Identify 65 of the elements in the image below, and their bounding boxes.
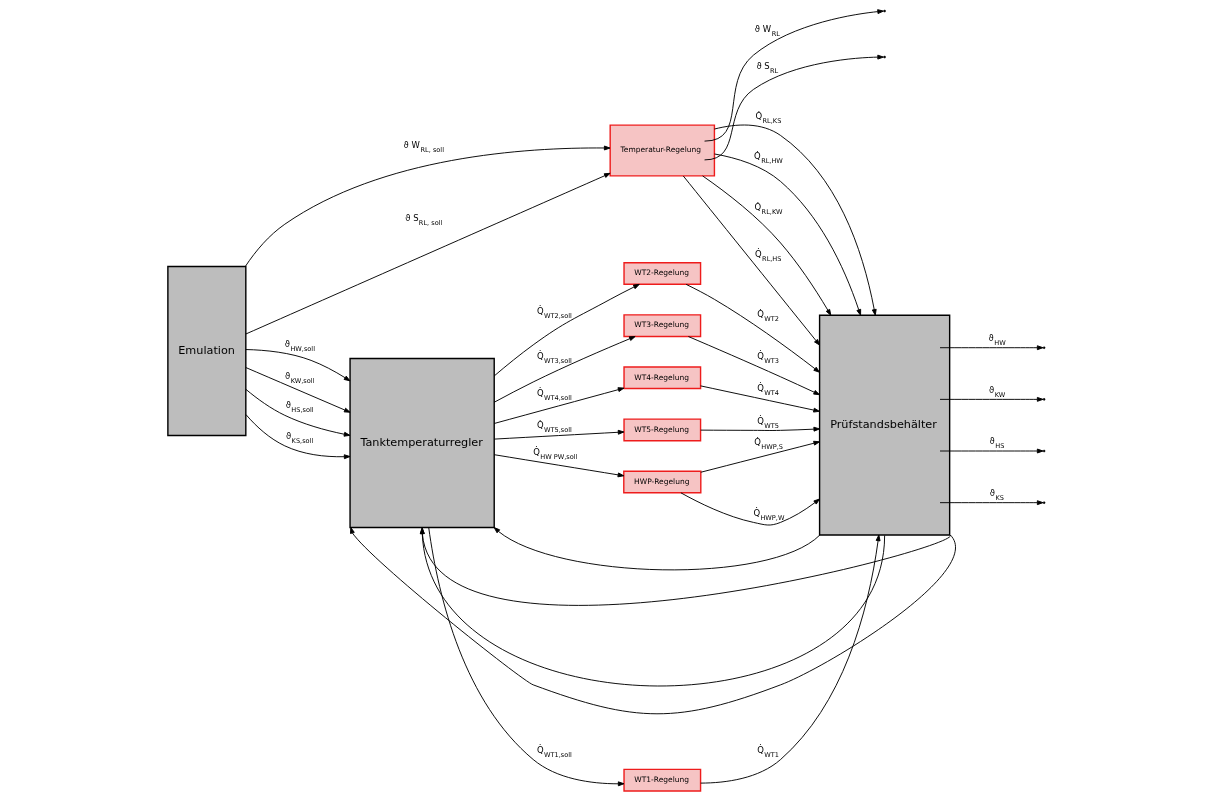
edge-label: Q̇$_{RL,KS}$ xyxy=(755,111,781,126)
edge-label: ϑ$_{KW,soll}$ xyxy=(284,371,314,386)
edge-label: ϑ$_{HS,soll}$ xyxy=(285,400,314,415)
edge-label: ϑ W$_{RL}$ xyxy=(754,24,780,39)
edge-label: ϑ$_{HW,soll}$ xyxy=(284,338,315,353)
edge-label: Q̇$_{WT2,soll}$ xyxy=(536,305,572,320)
arrow xyxy=(713,153,861,316)
arrow xyxy=(493,283,640,377)
arrow xyxy=(419,527,885,687)
node-box: Prüfstandsbehälter xyxy=(818,314,950,536)
arrow xyxy=(427,527,624,787)
edge-label: ϑ S$_{RL}$ xyxy=(755,61,778,75)
node-box: Tanktemperaturregler xyxy=(348,357,495,529)
arrow xyxy=(713,124,877,316)
arrow xyxy=(939,500,1043,506)
edge-label: Q̇$_{WT4,soll}$ xyxy=(536,387,572,402)
edge-label: ϑ S$_{RL, soll}$ xyxy=(404,213,442,228)
edge-label: Q̇$_{WT5,soll}$ xyxy=(536,420,572,435)
arrow xyxy=(699,385,820,413)
arrow xyxy=(939,448,1043,454)
arrow xyxy=(687,336,820,396)
arrow xyxy=(244,414,350,460)
arrow xyxy=(244,145,610,267)
arrow xyxy=(682,175,820,346)
arrow xyxy=(939,345,1043,351)
edge-label: Q̇$_{RL,KW}$ xyxy=(754,202,782,217)
edge-label: Q̇$_{HWP,W}$ xyxy=(752,507,784,522)
arrow xyxy=(244,172,611,335)
arrow xyxy=(701,175,831,316)
arrow xyxy=(703,9,884,142)
arrow xyxy=(939,396,1043,402)
edge-label: Q̇$_{WT5}$ xyxy=(756,415,779,430)
arrow xyxy=(493,429,624,440)
arrow xyxy=(349,527,956,715)
arrow xyxy=(244,349,350,382)
edge-label: Q̇$_{WT4}$ xyxy=(756,382,779,397)
edge-label: ϑ$_{KW}$ xyxy=(988,384,1005,399)
edge-label: Q̇$_{WT1,soll}$ xyxy=(536,744,572,759)
arrow xyxy=(493,527,820,571)
arrow xyxy=(419,527,951,606)
arrow xyxy=(493,387,624,424)
arrow xyxy=(699,534,881,784)
edge-label: Q̇$_{WT3}$ xyxy=(756,350,779,365)
edge-label: ϑ$_{HW}$ xyxy=(988,332,1006,347)
arrow xyxy=(244,367,350,413)
arrow xyxy=(679,492,820,526)
arrow xyxy=(699,426,820,432)
arrow xyxy=(493,336,636,403)
edge-label: ϑ$_{KS}$ xyxy=(989,487,1004,502)
edge-label: Q̇$_{WT2}$ xyxy=(756,309,779,324)
edge-label: ϑ W$_{RL, soll}$ xyxy=(403,139,444,154)
arrow xyxy=(703,54,884,161)
edge-label: ϑ$_{KS,soll}$ xyxy=(285,430,313,445)
edge-label: Q̇$_{HWP,S}$ xyxy=(753,437,783,452)
arrow xyxy=(244,388,350,437)
node-box: Emulation xyxy=(166,265,247,437)
edge-label: Q̇$_{WT3,soll}$ xyxy=(536,350,572,365)
arrow xyxy=(699,440,820,473)
edge-label: Q̇$_{RL,HW}$ xyxy=(753,151,783,166)
arrow xyxy=(493,454,624,478)
edge-label: Q̇$_{WT1}$ xyxy=(756,744,779,759)
edge-label: Q̇$_{HW PW,soll}$ xyxy=(532,446,577,461)
edge-label: Q̇$_{RL,HS}$ xyxy=(754,248,781,263)
arrow xyxy=(685,283,820,373)
edge-label: ϑ$_{HS}$ xyxy=(989,436,1004,451)
